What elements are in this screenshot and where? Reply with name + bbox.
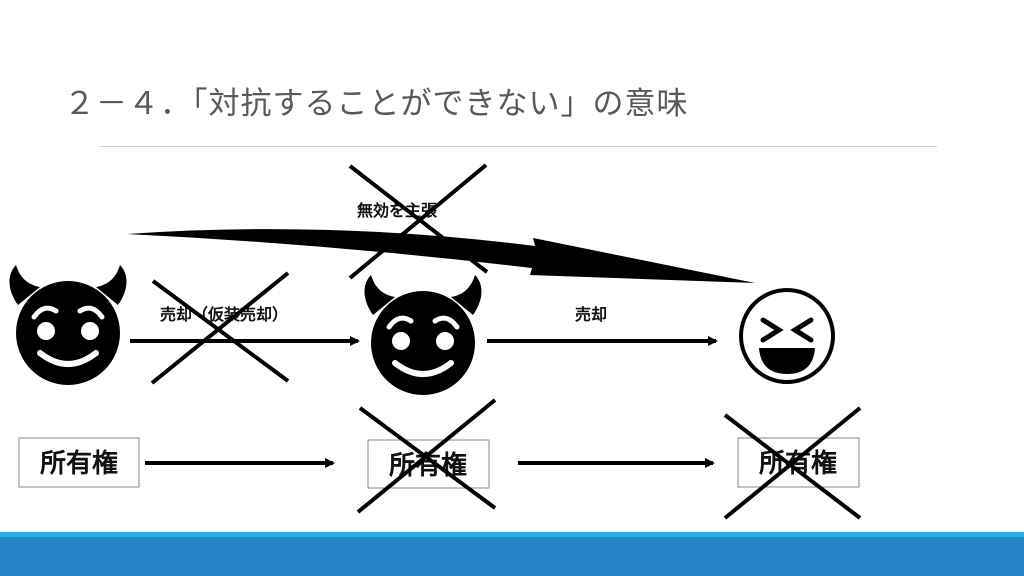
- cross-mark-fictitious-sale: [150, 271, 290, 385]
- ownership-label-3: 所有権: [759, 448, 837, 479]
- claim-invalid-arrow: [127, 229, 755, 283]
- footer-bar: [0, 537, 1024, 576]
- title-divider: [100, 146, 937, 147]
- ownership-box-1: [18, 437, 140, 488]
- ownership-label-1: 所有権: [40, 448, 118, 479]
- fictitious-sale-label: 売却（仮装売却）: [160, 305, 288, 324]
- devil-face-icon: [10, 265, 127, 385]
- cross-mark-ownership-3: [723, 406, 862, 520]
- devil-face-icon: [365, 275, 482, 395]
- cross-mark-ownership-2: [356, 398, 497, 514]
- ownership-box-2: [367, 439, 490, 489]
- ownership-box-3: [737, 437, 860, 488]
- slide-title: ２－４．「対抗することができない」の意味: [64, 86, 689, 122]
- claim-invalid-label: 無効を主張: [357, 201, 438, 220]
- laughing-face-icon: [739, 288, 835, 384]
- footer-accent-bar: [0, 532, 1024, 537]
- cross-mark-claim-invalid: [348, 163, 489, 280]
- sale-label: 売却: [575, 305, 607, 324]
